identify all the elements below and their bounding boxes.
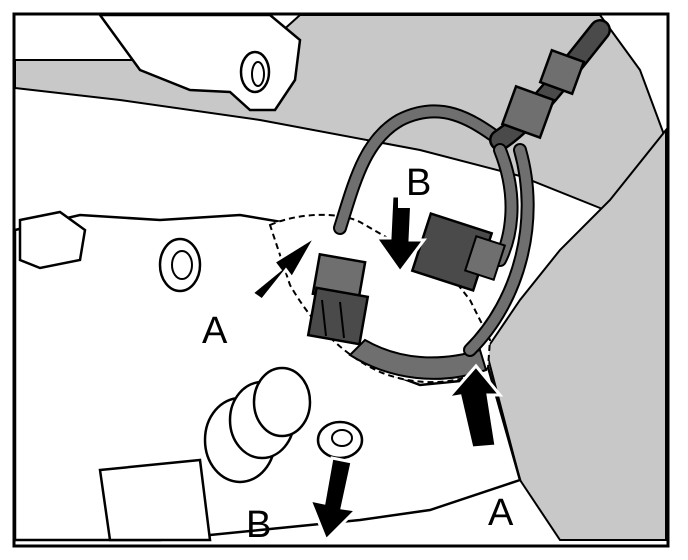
callout-b-top: B [398, 158, 440, 208]
arrow-a-right [444, 363, 504, 450]
callout-a-right: A [488, 492, 514, 534]
bushing-inner [171, 250, 193, 280]
arrow-b-bottom [307, 456, 360, 543]
bracket-hole-inner [251, 61, 265, 87]
connector-left [306, 252, 370, 346]
callout-b-bottom: B [246, 504, 272, 546]
harness-clip-upper [538, 48, 586, 96]
arrow-a-left [249, 234, 318, 303]
rubber-boot [203, 366, 364, 484]
lower-block [98, 458, 212, 542]
side-arm-panel [484, 127, 667, 541]
callout-a-left: A [202, 310, 228, 352]
cavity-shadow [348, 338, 488, 380]
harness-clip [500, 84, 556, 140]
left-bracket [18, 210, 87, 270]
